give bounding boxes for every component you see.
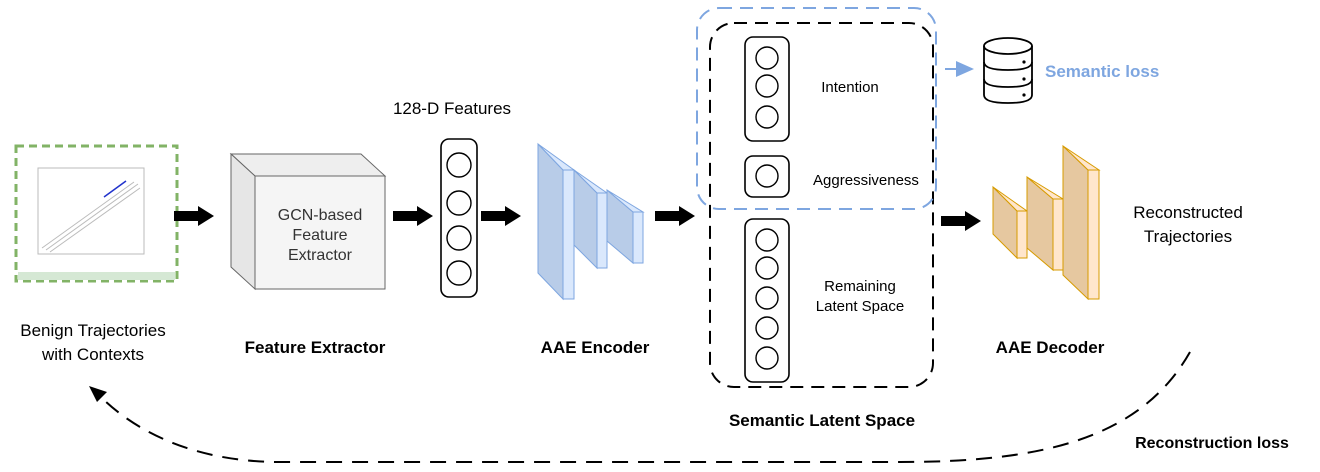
feature-extractor-caption: Feature Extractor xyxy=(244,338,386,357)
aae-encoder xyxy=(537,142,645,301)
gcn-label-line1: GCN-based xyxy=(277,207,363,224)
semantic-loss-label: Semantic loss xyxy=(1045,62,1160,81)
semantic-latent-space-box xyxy=(709,22,934,388)
database-icon xyxy=(983,37,1033,104)
arrow-latent-to-decoder xyxy=(941,211,981,231)
reconstructed-label-line1: Reconstructed xyxy=(1133,203,1243,222)
input-trajectory-image xyxy=(14,144,179,283)
features-label: 128-D Features xyxy=(392,99,512,118)
arrow-input-to-extractor xyxy=(174,206,214,226)
benign-label-line2: with Contexts xyxy=(41,345,145,364)
aae-encoder-caption: AAE Encoder xyxy=(540,338,650,357)
remaining-latent-vector xyxy=(744,218,790,383)
remaining-label-line2: Latent Space xyxy=(815,298,905,315)
reconstruction-arrow-head xyxy=(89,386,107,402)
feature-extractor-cube xyxy=(229,152,387,291)
arrow-encoder-to-latent xyxy=(655,206,695,226)
intention-vector xyxy=(744,36,790,142)
arrow-features-to-encoder xyxy=(481,206,521,226)
benign-label-line1: Benign Trajectories xyxy=(20,321,166,340)
arrow-extractor-to-features xyxy=(393,206,433,226)
aae-decoder-caption: AAE Decoder xyxy=(995,338,1105,357)
intention-label: Intention xyxy=(821,79,879,96)
reconstructed-label-line2: Trajectories xyxy=(1143,227,1233,246)
flow-arrows xyxy=(174,206,981,231)
semantic-latent-space-caption: Semantic Latent Space xyxy=(728,411,916,430)
reconstruction-loss-label: Reconstruction loss xyxy=(1135,435,1289,452)
aae-decoder xyxy=(992,144,1101,301)
feature-vector xyxy=(440,138,478,298)
gcn-label-line2: Feature xyxy=(292,227,348,244)
aggressiveness-vector xyxy=(744,155,790,198)
remaining-label-line1: Remaining xyxy=(824,278,896,295)
aggressiveness-label: Aggressiveness xyxy=(813,172,919,189)
trajectory-line xyxy=(103,180,127,198)
gcn-label-line3: Extractor xyxy=(287,247,352,264)
reconstruction-loss-curve xyxy=(96,351,1191,463)
